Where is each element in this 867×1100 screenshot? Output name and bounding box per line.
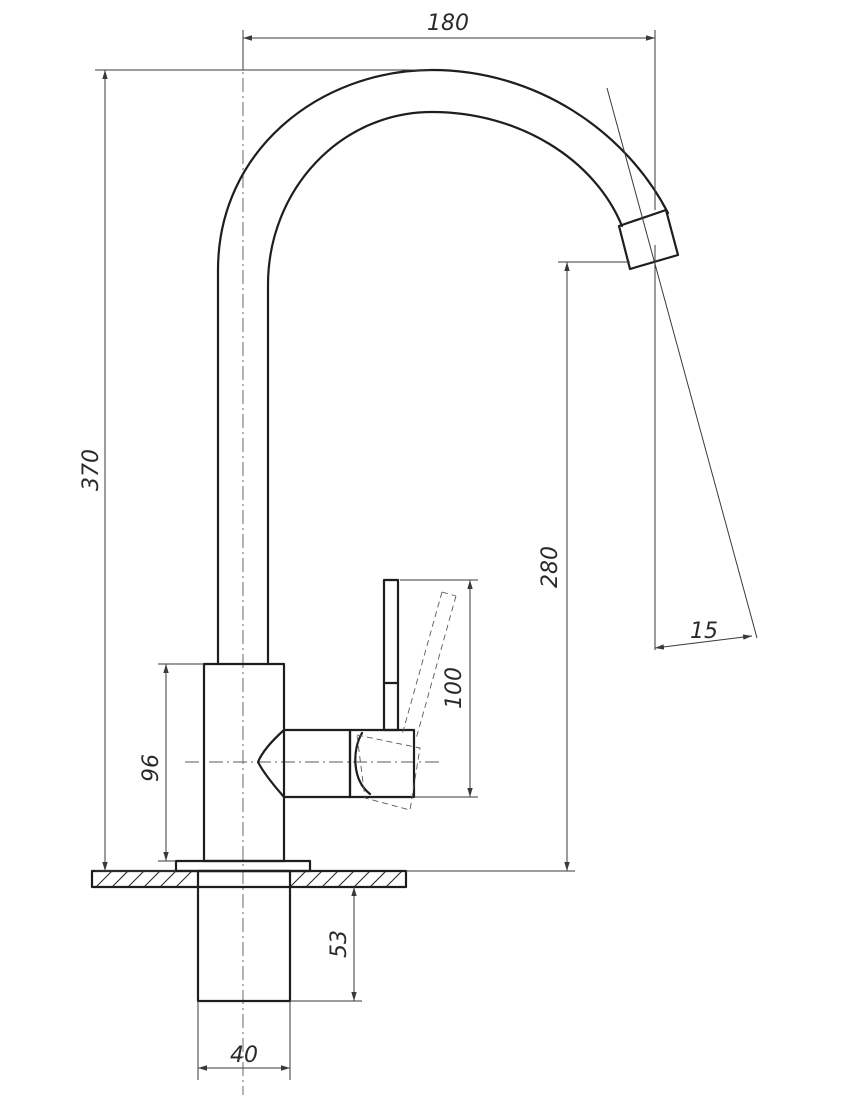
handle-height-label: 100 [442,667,467,709]
spout-angle-label: 15 [690,619,718,644]
total-height-label: 370 [79,449,104,491]
total-width-label: 180 [427,11,469,36]
countertop-section [90,869,408,889]
cartridge-cap-curve [354,731,372,796]
dimension-labels: 180 370 280 15 100 96 53 40 [79,11,718,1068]
angle-reference-line [606,87,758,639]
spout-outer-wall [216,68,670,666]
lever-handle [382,578,400,732]
angle-dimension-arc [654,634,753,650]
spout-height-label: 280 [538,546,563,588]
aerator-tip [617,208,680,271]
body-height-label: 96 [139,754,164,782]
countertop-hatching [95,870,403,888]
cartridge-cap [348,728,416,799]
handle-housing [256,728,352,799]
mounting-shank [196,869,292,1003]
shank-diameter-label: 40 [230,1043,258,1068]
spout-inner-wall [266,110,624,666]
center-lines [185,30,440,1095]
faucet-body [174,68,680,1003]
countertop [90,869,408,889]
dimensions [95,30,758,1080]
shank-length-label: 53 [327,930,352,958]
main-body [202,662,286,863]
lever-alternate-position [356,591,457,811]
